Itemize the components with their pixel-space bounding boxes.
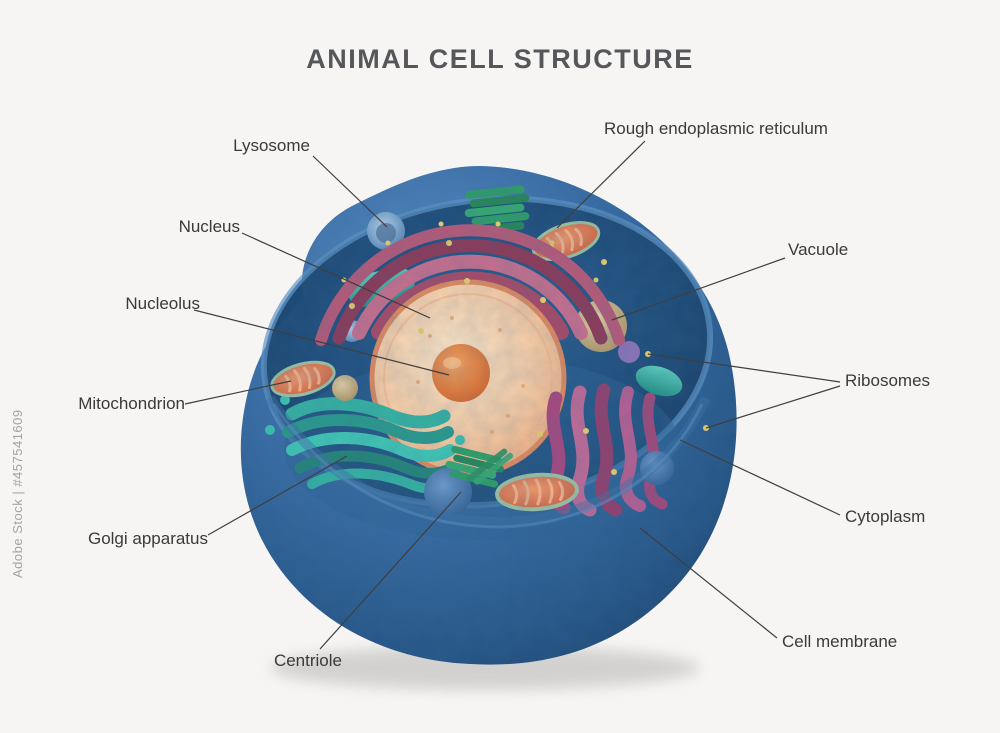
leader-lines — [184, 140, 841, 650]
leader-mitochondrion — [184, 380, 292, 405]
leader-golgi — [207, 455, 348, 536]
label-cell-membrane: Cell membrane — [782, 632, 898, 651]
leader-ribosomes-lower — [705, 385, 841, 429]
label-mitochondrion: Mitochondrion — [78, 394, 185, 413]
label-lysosome: Lysosome — [233, 136, 310, 155]
cell-shadow — [270, 646, 700, 690]
leader-rough-er — [556, 140, 646, 229]
label-nucleus: Nucleus — [178, 217, 240, 236]
label-vacuole: Vacuole — [788, 240, 849, 259]
label-rough-er: Rough endoplasmic reticulum — [604, 119, 828, 138]
label-centriole: Centriole — [273, 651, 342, 670]
leader-centriole — [319, 491, 462, 650]
leader-cytoplasm — [679, 439, 841, 516]
label-golgi-apparatus: Golgi apparatus — [87, 529, 208, 548]
leader-ribosomes-upper — [647, 353, 841, 383]
membrane-texture — [240, 166, 737, 665]
watermark-adobe-stock: Adobe Stock | #457541609 — [10, 409, 25, 578]
leader-nucleus — [241, 232, 431, 319]
leader-vacuole — [611, 257, 786, 321]
leader-nucleolus — [193, 309, 450, 376]
leader-lysosome — [312, 155, 388, 228]
label-nucleolus: Nucleolus — [125, 294, 200, 313]
label-cytoplasm: Cytoplasm — [845, 507, 926, 526]
leader-cell-membrane — [639, 527, 778, 639]
diagram-title: ANIMAL CELL STRUCTURE — [306, 44, 694, 74]
label-ribosomes: Ribosomes — [845, 371, 931, 390]
